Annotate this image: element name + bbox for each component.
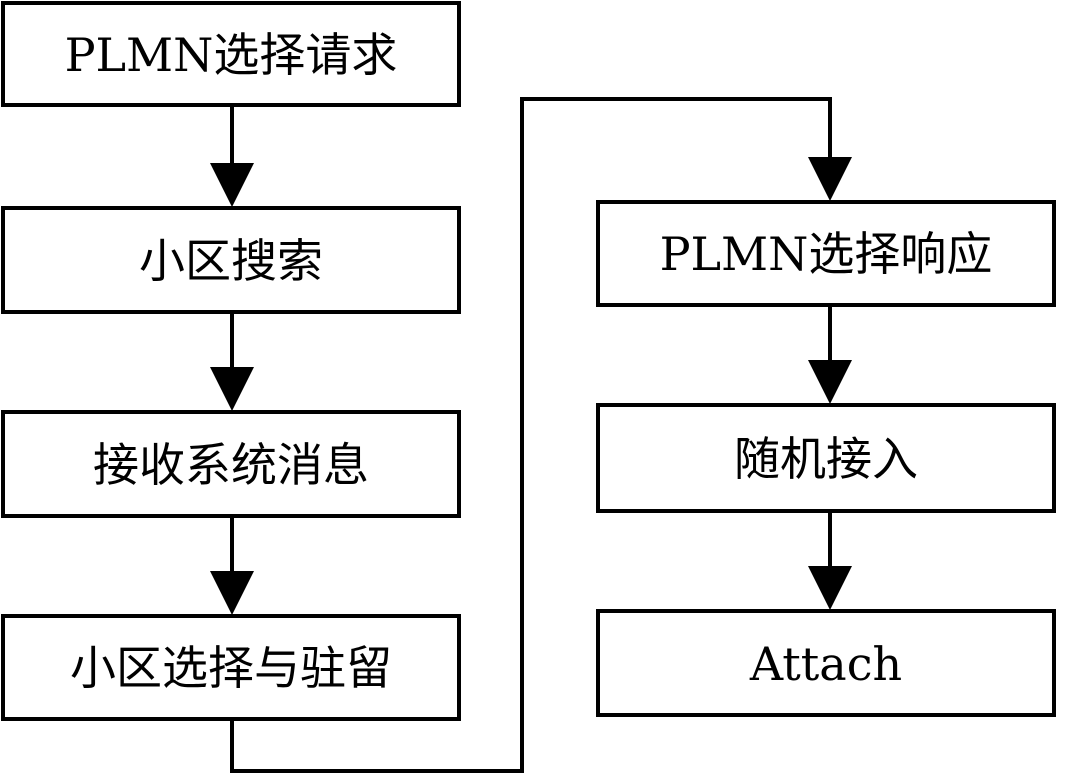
arrowhead-search-to-receive	[210, 367, 254, 411]
step-cell-select-camp: 小区选择与驻留	[1, 614, 461, 721]
step-label: 小区选择与驻留	[70, 641, 392, 695]
step-cell-search: 小区搜索	[1, 206, 461, 314]
step-label: PLMN选择请求	[65, 28, 398, 82]
edge-camp-to-response	[230, 97, 832, 773]
step-label: 小区搜索	[139, 234, 323, 288]
step-label: PLMN选择响应	[660, 227, 993, 281]
step-random-access: 随机接入	[596, 403, 1056, 513]
step-box	[1, 206, 461, 314]
step-attach: Attach	[596, 609, 1056, 717]
step-box	[1, 1, 461, 107]
arrowhead-request-to-search	[210, 163, 254, 207]
step-label: 随机接入	[734, 432, 918, 486]
step-receive-system-message: 接收系统消息	[1, 410, 461, 518]
step-label: 接收系统消息	[93, 438, 369, 492]
step-plmn-select-response: PLMN选择响应	[596, 200, 1056, 307]
step-label: Attach	[749, 637, 902, 691]
step-box	[596, 609, 1056, 717]
step-box	[1, 410, 461, 518]
step-box	[1, 614, 461, 721]
arrowhead-random-access-to-attach	[808, 566, 852, 610]
arrowhead-camp-to-response	[808, 157, 852, 201]
step-box	[596, 403, 1056, 513]
arrowhead-receive-to-camp	[210, 571, 254, 615]
arrowhead-response-to-random-access	[808, 360, 852, 404]
step-box	[596, 200, 1056, 307]
step-plmn-select-request: PLMN选择请求	[1, 1, 461, 107]
